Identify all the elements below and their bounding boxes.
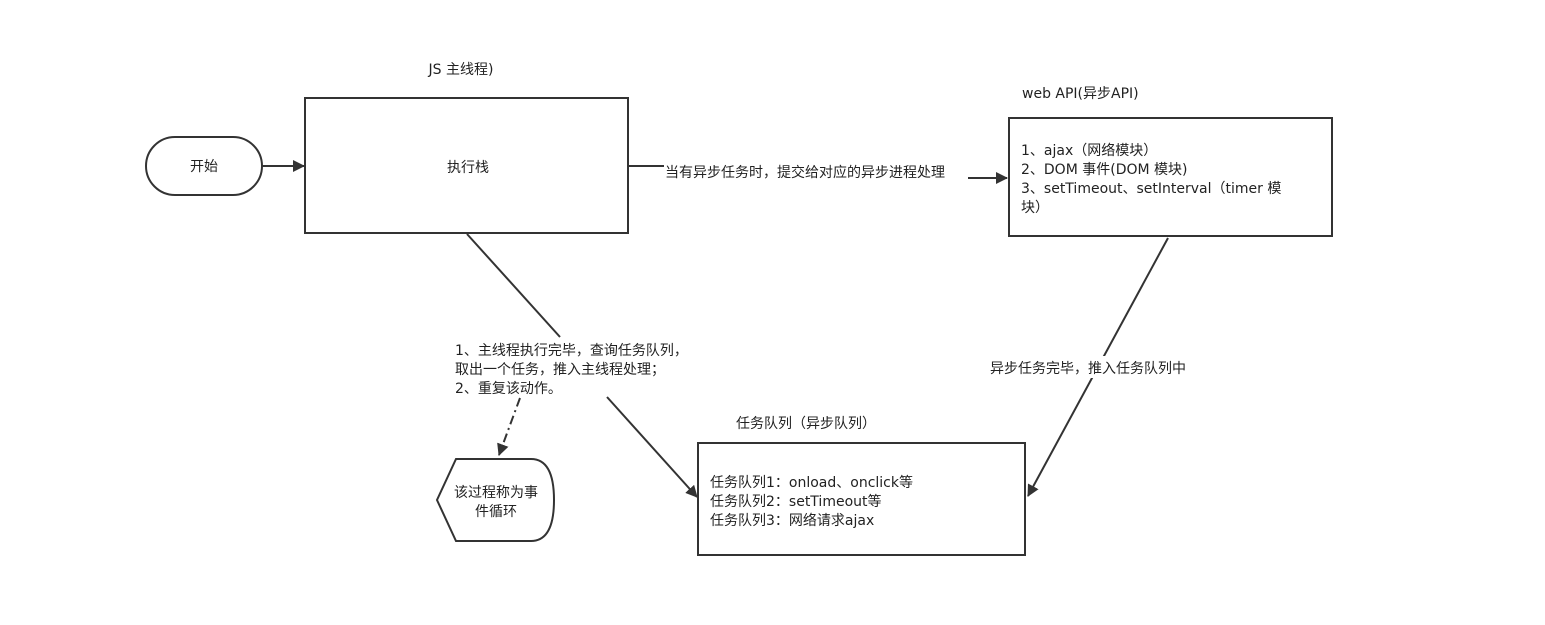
web-api-node: 1、ajax（网络模块） 2、DOM 事件(DOM 模块) 3、setTimeo… — [1008, 117, 1333, 237]
start-label: 开始 — [190, 159, 218, 175]
task-queue-title: 任务队列（异步队列） — [736, 416, 876, 432]
task-queue-box — [697, 442, 1026, 556]
stack-to-queue-line — [466, 233, 561, 338]
web-api-line-4: 块） — [1021, 200, 1049, 216]
web-api-title: web API(异步API) — [1022, 86, 1139, 102]
event-loop-node: 该过程称为事 件循环 — [435, 458, 556, 542]
main-thread-title: JS 主线程) — [428, 62, 494, 78]
event-loop-note: 1、主线程执行完毕，查询任务队列， 取出一个任务，推入主线程处理； 2、重复该动… — [455, 343, 688, 397]
note-to-event-loop-arrow — [497, 397, 521, 456]
event-loop-display-shape — [435, 458, 556, 542]
note-to-queue-arrow — [606, 396, 698, 498]
web-api-line-3: 3、setTimeout、setInterval（timer 模 — [1021, 181, 1281, 197]
start-node: 开始 — [145, 136, 263, 196]
execution-stack-box — [304, 97, 629, 234]
execution-stack-node: 执行栈 — [304, 97, 629, 234]
async-done-label-bg — [986, 356, 1208, 378]
event-loop-line-1: 该过程称为事 — [454, 485, 538, 501]
web-api-line-1: 1、ajax（网络模块） — [1021, 143, 1157, 159]
loop-note-line-3: 2、重复该动作。 — [455, 380, 562, 397]
event-loop-line-2: 件循环 — [475, 504, 517, 520]
loop-note-line-2: 取出一个任务，推入主线程处理； — [455, 362, 665, 378]
task-queue-line-3: 任务队列3：网络请求ajax — [710, 513, 874, 529]
task-queue-line-1: 任务队列1：onload、onclick等 — [710, 474, 913, 491]
async-done-label: 异步任务完毕，推入任务队列中 — [990, 361, 1186, 377]
web-api-line-2: 2、DOM 事件(DOM 模块) — [1021, 162, 1188, 178]
submit-async-label: 当有异步任务时，提交给对应的异步进程处理 — [665, 164, 945, 181]
task-queue-node: 任务队列1：onload、onclick等 任务队列2：setTimeout等 … — [697, 442, 1026, 556]
task-queue-line-2: 任务队列2：setTimeout等 — [710, 493, 882, 510]
loop-note-line-1: 1、主线程执行完毕，查询任务队列， — [455, 343, 688, 359]
execution-stack-label: 执行栈 — [447, 160, 489, 176]
web-api-box — [1008, 117, 1333, 237]
